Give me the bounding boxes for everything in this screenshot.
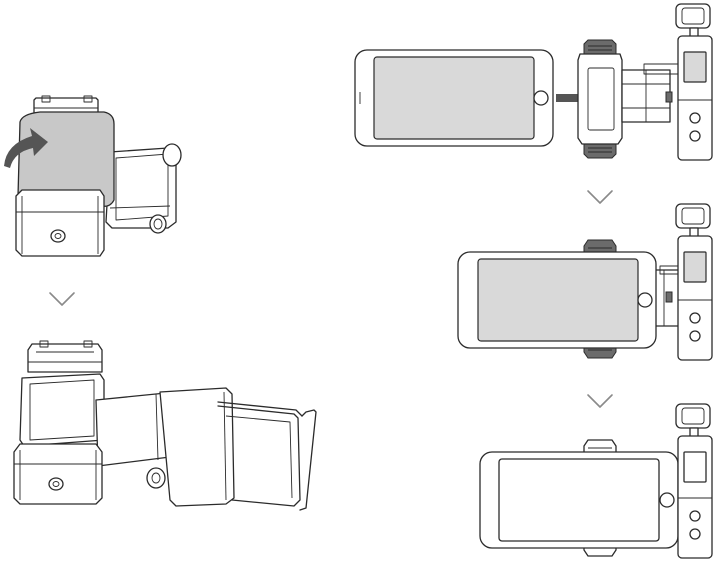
unfolded-holder-step bbox=[13, 340, 317, 511]
phone-clamped-step bbox=[457, 203, 713, 361]
holder-extension-arm bbox=[95, 387, 235, 507]
pocket-camera bbox=[665, 3, 713, 161]
phone-mounted-step bbox=[479, 403, 713, 559]
insert-phone-step bbox=[354, 3, 713, 161]
holder-phone-grip bbox=[217, 401, 317, 511]
folded-holder-step bbox=[4, 95, 182, 257]
holder-top-clamp bbox=[27, 340, 103, 373]
phone-holder bbox=[577, 39, 679, 159]
holder-base-block bbox=[15, 189, 105, 257]
pocket-camera bbox=[675, 403, 713, 559]
chevron-down-icon bbox=[49, 292, 75, 306]
curved-arrow-icon bbox=[4, 128, 48, 168]
chevron-down-icon bbox=[587, 190, 613, 204]
smartphone bbox=[479, 451, 679, 549]
holder-base-block bbox=[13, 443, 103, 505]
holder-extension-arm bbox=[105, 143, 182, 234]
chevron-down-icon bbox=[587, 394, 613, 408]
pocket-camera bbox=[665, 203, 713, 361]
smartphone bbox=[354, 49, 554, 147]
smartphone bbox=[457, 251, 657, 349]
